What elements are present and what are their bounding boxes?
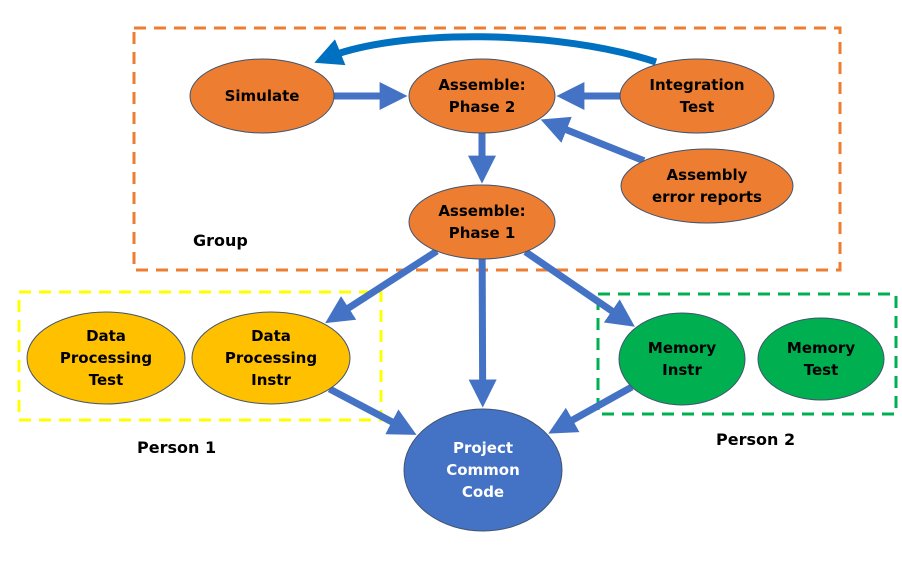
edge-dpinstr-to-common (327, 385, 417, 435)
node-label-memtest: Memory (787, 339, 855, 357)
node-label-assemble2: Assemble: (438, 76, 525, 94)
node-shape-assemble1 (408, 184, 556, 260)
node-label-common: Code (462, 483, 504, 501)
edge-assemble1-to-common (468, 258, 497, 408)
node-shape-memtest (757, 317, 885, 401)
node-label-dpinstr: Data (251, 327, 291, 345)
edge-errors-to-assemble2 (540, 116, 646, 165)
node-shape-simulate (189, 58, 335, 134)
node-label-dptest: Test (89, 371, 124, 389)
person1-box (17, 290, 383, 422)
node-shape-assemble2 (408, 58, 556, 134)
node-label-assemble1: Phase 1 (449, 224, 516, 242)
node-label-integration: Integration (649, 76, 744, 94)
node-label-assemble1: Assemble: (438, 202, 525, 220)
node-label-memtest: Test (804, 361, 839, 379)
node-errors: Assembly error reports (620, 148, 794, 224)
person2-label: Person 2 (716, 430, 795, 449)
node-label-meminstr: Memory (648, 339, 716, 357)
node-label-common: Project (453, 439, 513, 457)
node-label-dptest: Data (86, 327, 126, 345)
node-label-integration: Test (680, 98, 715, 116)
node-shape-integration (619, 58, 775, 134)
edges-layer (314, 33, 658, 435)
node-shape-dptest (26, 311, 186, 405)
person2-box (596, 292, 898, 416)
edge-assemble1-to-dpinstr (325, 248, 439, 324)
node-label-dpinstr: Instr (251, 371, 291, 389)
edge-meminstr-to-common (548, 383, 634, 434)
node-label-simulate: Simulate (225, 87, 300, 105)
node-assemble2: Assemble: Phase 2 (408, 58, 556, 134)
node-label-common: Common (446, 461, 520, 479)
node-shape-common (403, 408, 563, 532)
node-assemble1: Assemble: Phase 1 (408, 184, 556, 260)
group-label: Group (193, 231, 248, 250)
node-label-dptest: Processing (60, 349, 152, 367)
group-box (132, 26, 842, 272)
node-label-errors: Assembly (667, 166, 748, 184)
node-shape-meminstr (618, 312, 746, 406)
node-simulate: Simulate (189, 58, 335, 134)
node-shape-errors (620, 148, 794, 224)
node-label-assemble2: Phase 2 (449, 98, 516, 116)
node-label-dpinstr: Processing (225, 349, 317, 367)
person1-label: Person 1 (137, 438, 216, 457)
node-label-meminstr: Instr (662, 361, 702, 379)
edge-integration-to-simulate (314, 33, 658, 66)
edge-assemble1-to-meminstr (523, 248, 635, 327)
node-label-errors: error reports (652, 188, 762, 206)
node-shape-dpinstr (191, 311, 351, 405)
